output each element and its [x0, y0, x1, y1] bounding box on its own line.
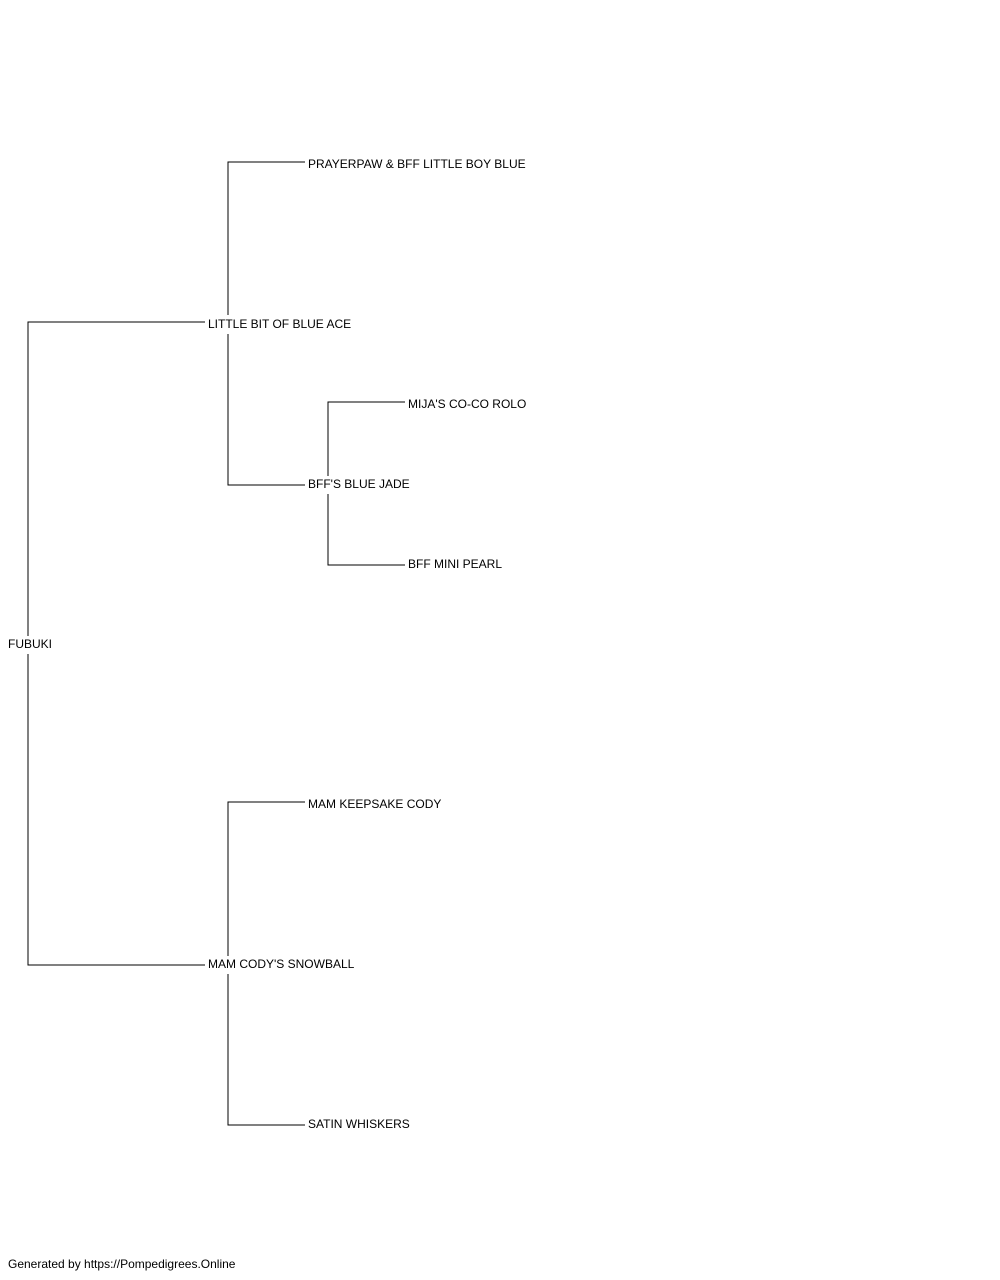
node-sire-sire: PRAYERPAW & BFF LITTLE BOY BLUE: [307, 157, 527, 171]
connector-dam-sire: [227, 801, 305, 956]
node-sire-dam: BFF'S BLUE JADE: [307, 477, 411, 491]
node-sire-dam-sire: MIJA'S CO-CO ROLO: [407, 397, 528, 411]
connector-subject-sire: [27, 321, 205, 636]
node-dam-sire: MAM KEEPSAKE CODY: [307, 797, 443, 811]
node-dam-dam: SATIN WHISKERS: [307, 1117, 411, 1131]
node-subject: FUBUKI: [7, 637, 54, 651]
connector-siredam-dam: [327, 494, 405, 566]
node-sire: LITTLE BIT OF BLUE ACE: [207, 317, 353, 331]
connector-subject-dam: [27, 654, 205, 966]
node-sire-dam-dam: BFF MINI PEARL: [407, 557, 504, 571]
connector-dam-dam: [227, 974, 305, 1126]
footer-credit: Generated by https://Pompedigrees.Online: [8, 1257, 236, 1271]
node-dam: MAM CODY'S SNOWBALL: [207, 957, 356, 971]
connector-sire-dam: [227, 334, 305, 486]
connector-sire-sire: [227, 161, 305, 315]
connector-siredam-sire: [327, 401, 405, 476]
